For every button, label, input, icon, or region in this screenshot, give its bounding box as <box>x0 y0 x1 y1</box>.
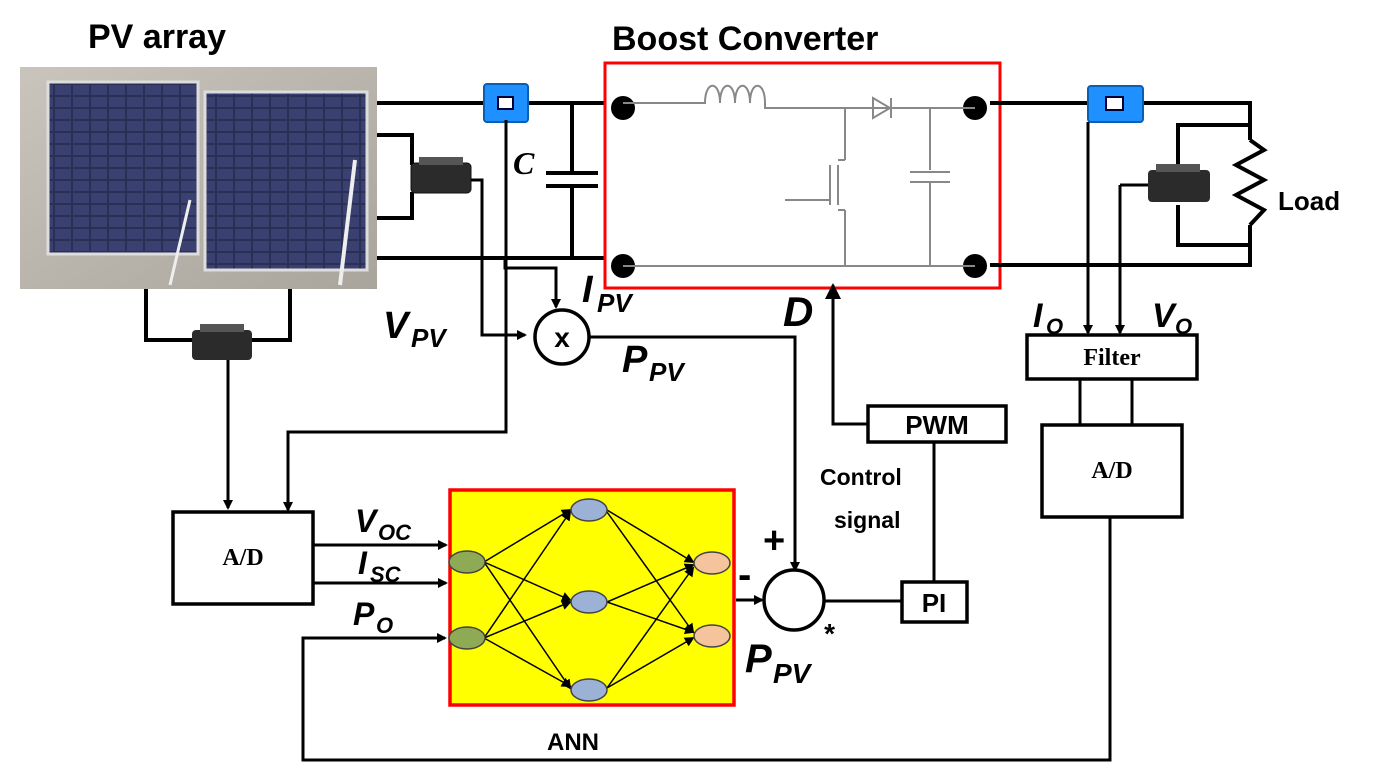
ad-right-block <box>1040 423 1184 519</box>
control-signal-line1: Control <box>820 464 902 490</box>
svg-text:O: O <box>1046 314 1063 339</box>
svg-text:V: V <box>355 503 379 539</box>
pi-label: PI <box>922 588 947 618</box>
solar-panel-icon <box>20 67 377 289</box>
label-v-pv: V PV <box>383 305 448 353</box>
svg-text:V: V <box>1152 297 1178 335</box>
svg-text:I: I <box>582 269 594 311</box>
svg-text:PV: PV <box>773 658 813 689</box>
sensor-to-ad-left <box>283 120 508 512</box>
control-signal-line2: signal <box>834 507 900 533</box>
svg-text:P: P <box>745 637 772 681</box>
ppv-signal <box>589 335 800 572</box>
svg-text:OC: OC <box>378 520 412 545</box>
boost-converter-block <box>603 61 1002 290</box>
output-voltage-sensor-icon <box>1148 164 1210 202</box>
svg-text:PV: PV <box>649 357 686 387</box>
output-current-sensor-icon <box>1087 85 1144 123</box>
load-voltage-sense-bottom <box>1176 205 1250 247</box>
ann-label: ANN <box>547 729 599 756</box>
ann-block <box>448 488 736 707</box>
multiplier-symbol: x <box>554 322 570 353</box>
output-negative-wire <box>990 225 1252 267</box>
ad-left-label: A/D <box>222 545 263 571</box>
svg-text:O: O <box>376 613 393 638</box>
current-sensor-icon <box>483 83 529 123</box>
label-duty: D <box>783 288 813 335</box>
ad-left-block <box>171 510 315 606</box>
load-label: Load <box>1278 186 1340 216</box>
pv-bottom-right-lead <box>250 289 292 342</box>
voltage-sensor-icon <box>410 157 472 194</box>
ad-right-label: A/D <box>1091 458 1132 484</box>
svg-text:P: P <box>353 596 375 632</box>
svg-text:*: * <box>823 618 835 649</box>
load-resistor <box>1231 138 1269 227</box>
filter-block <box>1025 333 1199 381</box>
svg-text:PV: PV <box>411 323 448 353</box>
label-i-pv: I PV <box>582 269 634 318</box>
svg-text:O: O <box>1175 314 1192 339</box>
svg-text:I: I <box>1033 297 1044 335</box>
svg-text:SC: SC <box>370 562 402 587</box>
ipv-signal <box>503 258 561 309</box>
svg-text:P: P <box>622 339 648 381</box>
vpv-signal <box>471 178 527 340</box>
plus-sign: + <box>763 520 785 562</box>
label-p-o: P O <box>353 596 393 638</box>
po-feedback <box>301 517 1112 762</box>
filter-label: Filter <box>1083 345 1141 371</box>
svg-text:V: V <box>383 305 411 347</box>
summing-junction <box>762 568 826 632</box>
pv-bottom-left-lead <box>144 289 193 342</box>
label-p-pv: P PV <box>622 339 686 387</box>
label-p-pv-ref: P PV * <box>745 618 835 689</box>
input-capacitor <box>546 103 598 258</box>
label-i-o: I O <box>1033 297 1063 339</box>
pv-voltage-sense-top <box>377 133 414 165</box>
capacitor-label: C <box>513 145 535 181</box>
label-i-sc: I SC <box>358 545 402 587</box>
boost-converter-title: Boost Converter <box>612 20 878 58</box>
pv-array-title: PV array <box>88 18 226 56</box>
label-v-oc: V OC <box>355 503 412 545</box>
pi-block <box>900 580 969 624</box>
label-v-o: V O <box>1152 297 1192 339</box>
duty-signal <box>825 283 868 426</box>
pv-current-sensor-icon <box>192 324 252 360</box>
load-voltage-sense-top <box>1176 123 1250 183</box>
svg-text:I: I <box>358 545 368 581</box>
svg-text:PV: PV <box>597 288 634 318</box>
minus-sign: - <box>738 553 751 597</box>
pwm-label: PWM <box>905 410 969 440</box>
output-to-load <box>1143 101 1252 140</box>
pv-voltage-sense-bottom <box>377 192 414 220</box>
